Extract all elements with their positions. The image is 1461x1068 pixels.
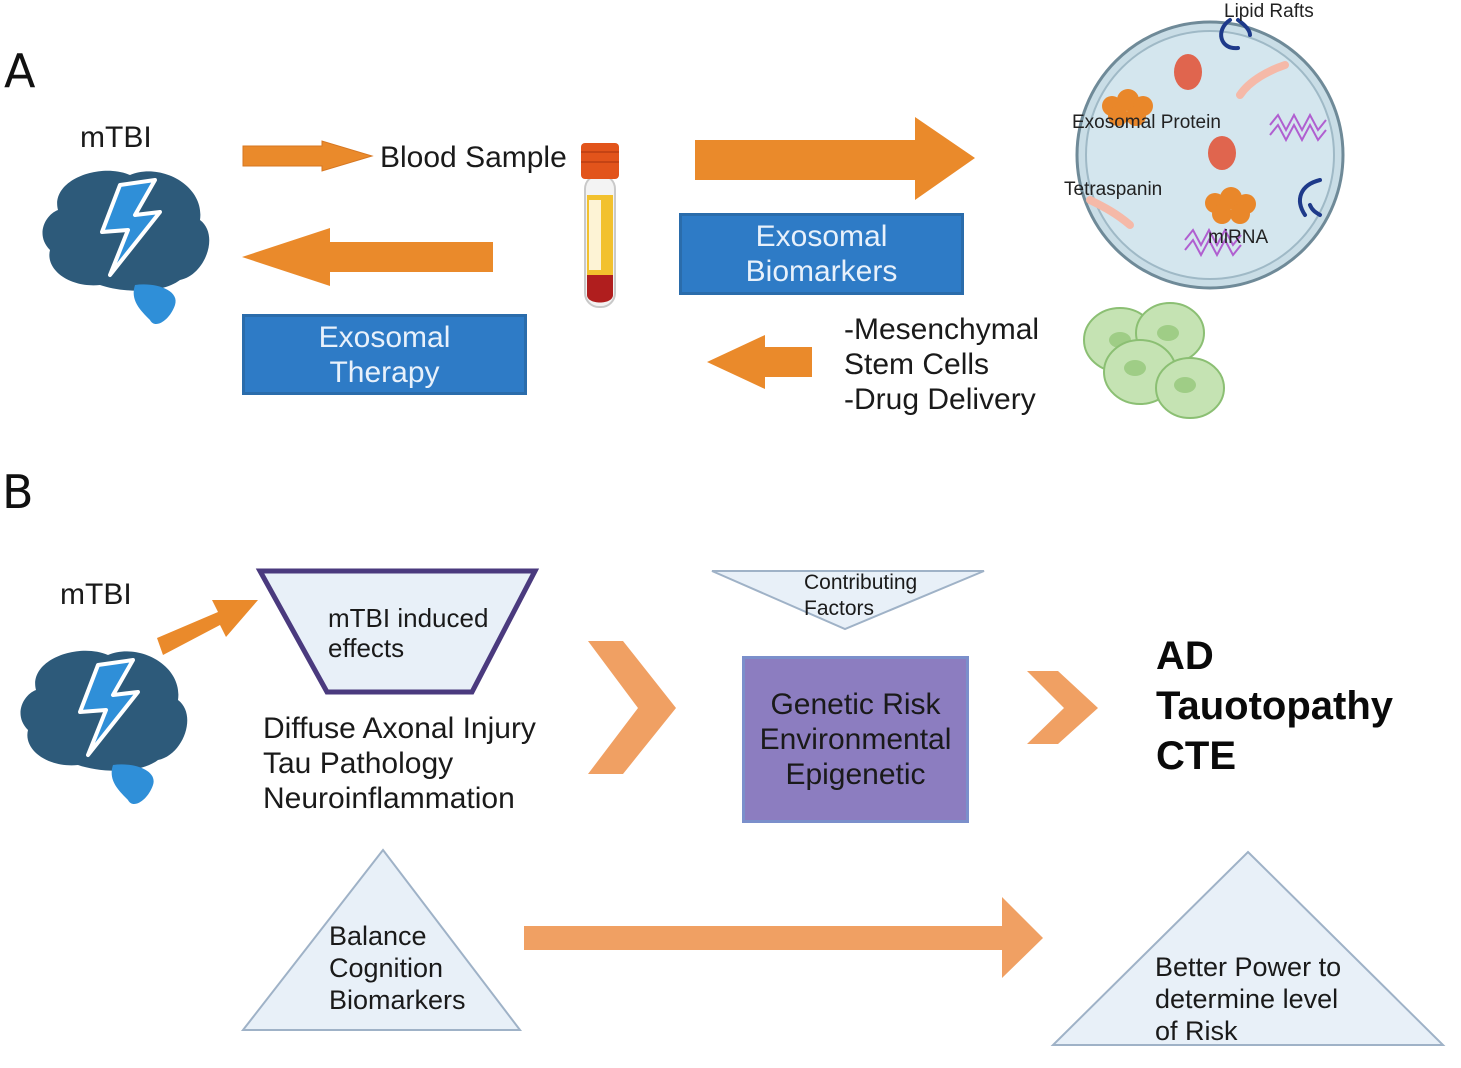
label-line: Contributing <box>804 571 918 594</box>
mtbi-label: mTBI <box>60 578 132 611</box>
risk-factor: Epigenetic <box>785 758 926 791</box>
box-line: Therapy <box>329 355 440 389</box>
better-power-label: Better Power to determine level of Risk <box>1155 951 1341 1047</box>
contributing-factors-triangle <box>711 570 985 631</box>
label-line: Better Power to <box>1155 952 1342 982</box>
outcome-item: CTE <box>1156 734 1236 778</box>
mtbi-label: mTBI <box>80 121 152 154</box>
arrow-to-blood-sample <box>242 140 374 172</box>
label-line: determine level <box>1155 984 1339 1014</box>
chevron-arrow <box>1027 671 1098 744</box>
measure-item: Balance <box>329 921 427 951</box>
blood-sample-label: Blood Sample <box>380 141 567 174</box>
effects-list: Diffuse Axonal Injury Tau Pathology Neur… <box>263 711 536 816</box>
outcomes-list: AD Tauotopathy CTE <box>1156 631 1393 781</box>
risk-triangle <box>1050 850 1446 1046</box>
tetraspanin-label: Tetraspanin <box>1064 179 1163 200</box>
chevron-arrow <box>588 641 676 774</box>
induced-effects-trapezoid <box>255 568 540 695</box>
measures-list: Balance Cognition Biomarkers <box>329 920 466 1016</box>
label-line: Factors <box>804 597 875 620</box>
risk-factors-box: Genetic Risk Environmental Epigenetic <box>742 656 969 823</box>
effect-item: Neuroinflammation <box>263 782 515 815</box>
panel-a-letter: A <box>4 44 36 98</box>
box-line: Biomarkers <box>745 255 898 288</box>
arrow-to-better-power <box>524 897 1043 978</box>
brain-icon <box>42 170 210 325</box>
contributing-factors-label: Contributing Factors <box>804 570 917 622</box>
effect-item: Tau Pathology <box>263 747 454 780</box>
exosomal-biomarkers-box: Exosomal Biomarkers <box>679 213 964 295</box>
source-item: -Mesenchymal <box>844 313 1040 346</box>
measure-item: Biomarkers <box>329 985 466 1015</box>
panel-b-letter: B <box>2 465 34 519</box>
arrow-therapy-to-brain <box>242 228 493 286</box>
label-line: effects <box>328 633 405 663</box>
mirna-label: miRNA <box>1208 227 1269 248</box>
risk-factor: Environmental <box>759 723 952 756</box>
exosomal-protein-label: Exosomal Protein <box>1072 112 1221 133</box>
outcome-item: Tauotopathy <box>1156 684 1394 728</box>
label-line: mTBI induced <box>328 603 489 633</box>
exosome-icon <box>1075 18 1345 290</box>
box-line: Exosomal <box>755 220 888 253</box>
arrow-to-induced-effects <box>157 600 258 655</box>
risk-factor: Genetic Risk <box>770 688 941 721</box>
lipid-rafts-label: Lipid Rafts <box>1224 1 1314 22</box>
induced-effects-label: mTBI induced effects <box>328 603 488 663</box>
stem-cells-icon <box>1083 302 1225 419</box>
source-item: Stem Cells <box>844 348 990 381</box>
arrow-from-sources <box>707 335 812 389</box>
source-item: -Drug Delivery <box>844 383 1036 416</box>
exosomal-therapy-box: Exosomal Therapy <box>242 314 527 395</box>
measures-triangle <box>240 848 523 1031</box>
effect-item: Diffuse Axonal Injury <box>263 712 536 745</box>
measure-item: Cognition <box>329 953 444 983</box>
box-line: Exosomal <box>318 320 451 354</box>
outcome-item: AD <box>1156 634 1214 678</box>
arrow-to-exosome <box>695 117 975 200</box>
brain-icon <box>20 650 188 805</box>
sources-list: -Mesenchymal Stem Cells -Drug Delivery <box>844 312 1039 417</box>
label-line: of Risk <box>1155 1016 1238 1046</box>
blood-tube-icon <box>581 143 619 308</box>
